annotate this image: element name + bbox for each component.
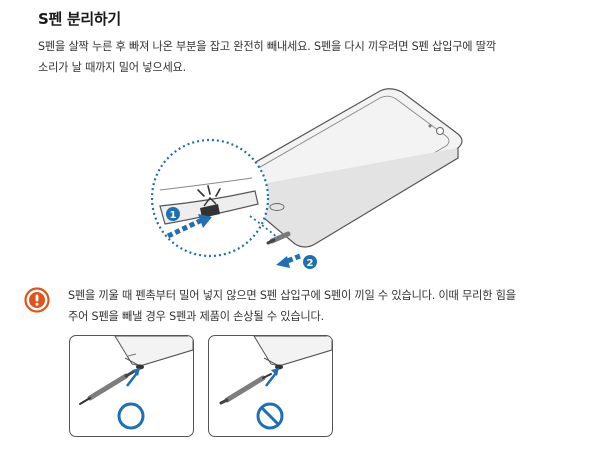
section-title: S펜 분리하기 [38,10,121,28]
zoom-detail [150,138,279,258]
step-1-indicator: 1 [166,207,212,239]
instruction-line: 소리가 날 때까지 밀어 넣으세요. [38,61,186,74]
caution-icon [24,287,50,313]
phone-illustration [235,88,463,248]
step-2-label: 2 [307,258,314,269]
caution-text: S펜을 끼울 때 펜촉부터 밀어 넣지 않으면 S펜 삽입구에 S펜이 끼일 수… [68,285,588,327]
correct-circle-icon [117,402,145,430]
step-2-indicator: 2 [276,253,317,269]
correct-insertion-panel [69,335,194,437]
incorrect-insertion-illustration [219,336,332,430]
instructions-paragraph: S펜을 살짝 누른 후 빠져 나온 부분을 잡고 완전히 빼내세요. S펜을 다… [38,36,578,78]
prohibited-icon [256,402,284,430]
instruction-line: S펜을 살짝 누른 후 빠져 나온 부분을 잡고 완전히 빼내세요. S펜을 다… [38,40,496,53]
correct-insertion-illustration [79,336,193,430]
spen-illustration [266,231,291,245]
caution-line: S펜을 끼울 때 펜촉부터 밀어 넣지 않으면 S펜 삽입구에 S펜이 끼일 수… [68,289,516,302]
incorrect-insertion-panel [208,335,333,437]
caution-line: 주어 S펜을 빼낼 경우 S펜과 제품이 손상될 수 있습니다. [68,310,324,323]
step-1-label: 1 [170,210,177,221]
spen-removal-illustration: 1 2 [150,88,463,269]
